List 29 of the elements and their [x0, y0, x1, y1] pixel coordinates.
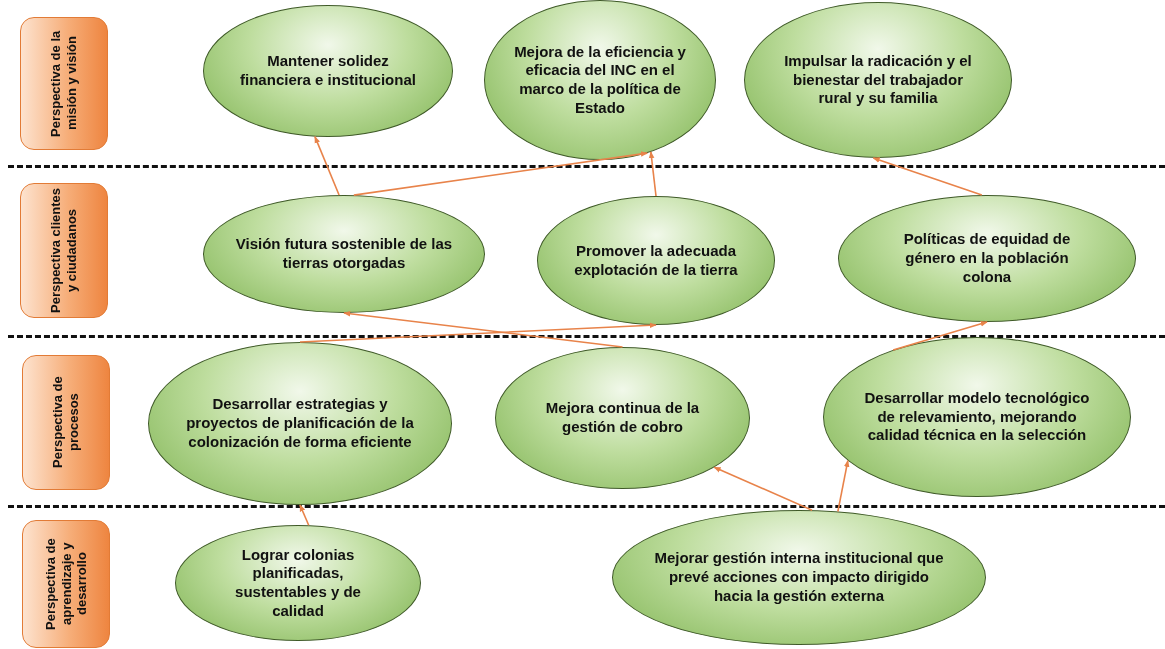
objective-text: Mejora de la eficiencia y eficacia del INC en el marco de la política de Estado	[513, 42, 687, 118]
arrow	[353, 151, 648, 196]
perspective-label: Perspectiva de la misión y visión	[48, 29, 80, 139]
objective-text: Lograr colonias planificadas, sustentables y de calidad	[234, 545, 362, 621]
perspective-label-box	[20, 17, 108, 150]
perspective-label-box	[22, 355, 110, 490]
arrow	[299, 322, 657, 343]
perspective-label: Perspectiva de aprendizaje y desarrollo	[42, 537, 90, 632]
arrow	[713, 466, 813, 511]
perspective-label-box	[22, 520, 110, 648]
objective-text: Desarrollar estrategias y proyectos de planificación de la colonización de forma eficiente	[185, 395, 415, 452]
objective-text: Mantener solidez financiera e institucional	[239, 52, 417, 90]
arrow	[314, 135, 340, 196]
perspective-label: Perspectiva de procesos	[50, 375, 82, 471]
arrow	[299, 504, 310, 526]
arrow	[872, 157, 983, 196]
objective-text: Desarrollar modelo tecnológico de relevamiento, mejorando calidad técnica en la selección	[863, 388, 1091, 446]
arrow	[892, 321, 988, 351]
arrow	[343, 311, 624, 348]
objective-text: Políticas de equidad de género en la población colona	[902, 230, 1072, 287]
objective-text: Visión futura sostenible de las tierras otorgadas	[234, 235, 454, 273]
objective-text: Mejora continua de la gestión de cobro	[544, 399, 701, 437]
arrow	[648, 151, 657, 197]
objective-text: Impulsar la radicación y el bienestar del trabajador rural y su familia	[783, 51, 973, 109]
perspective-label-box	[20, 183, 108, 318]
arrow	[837, 459, 850, 513]
perspective-label: Perspectiva clientes y ciudadanos	[48, 187, 80, 315]
objective-text: Mejorar gestión interna institucional que prevé acciones con impacto dirigido hacia la gestión externa	[653, 549, 945, 606]
objective-text: Promover la adecuada explotación de la tierra	[573, 241, 739, 280]
